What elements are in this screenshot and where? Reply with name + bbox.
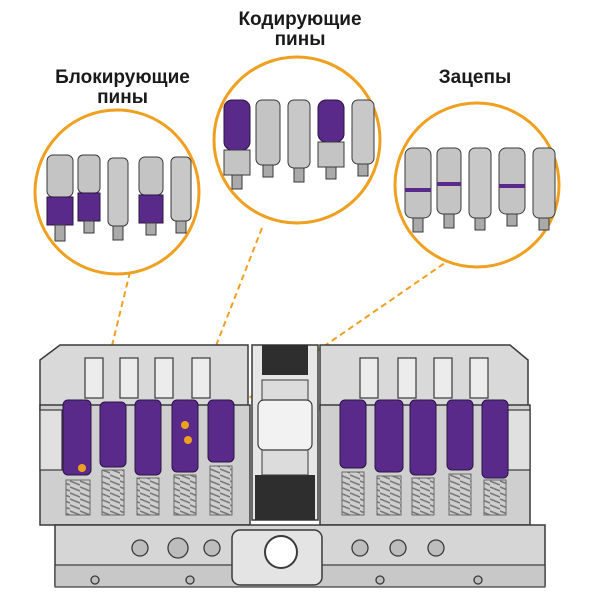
hooks-label: Зацепы: [438, 67, 512, 88]
hook-pin: [436, 147, 462, 229]
cylinder-pin: [62, 399, 92, 516]
cylinder-pin: [171, 399, 199, 516]
cylinder-pin: [99, 401, 127, 516]
cylinder-pin: [409, 399, 437, 516]
cylinder-pin: [339, 399, 367, 516]
leader-endpoint: [181, 421, 189, 429]
hook-pin: [532, 147, 556, 231]
cylinder-pins-right: [339, 399, 509, 516]
cylinder-pin: [446, 399, 474, 516]
blocking-pin: [46, 154, 74, 242]
cylinder-pin: [134, 399, 162, 516]
coding-pin: [287, 99, 311, 183]
coding-pin: [223, 99, 251, 190]
leader-endpoint: [78, 464, 86, 472]
blocking-pins-label: Блокирующие пины: [35, 68, 210, 108]
callout-hooks: [393, 101, 561, 269]
coding-pins-label-line2: пины: [274, 29, 326, 50]
blocking-pin: [77, 154, 101, 234]
coding-pin: [351, 99, 375, 177]
leader-endpoints: [78, 421, 192, 472]
cylinder-pin: [207, 399, 235, 516]
coding-pins-label-line1: Кодирующие: [238, 9, 362, 30]
leader-line-coding: [184, 227, 263, 426]
cam: [251, 344, 319, 521]
coding-pin: [317, 99, 345, 180]
hook-pin: [468, 147, 492, 231]
blocking-pins-label-line1: Блокирующие: [55, 67, 190, 88]
blocking-pin: [107, 157, 129, 241]
blocking-pin: [138, 156, 164, 236]
coding-pin: [255, 99, 281, 178]
blocking-pins-label-line2: пины: [97, 87, 148, 108]
blocking-pin: [170, 156, 192, 234]
hook-pin: [404, 147, 432, 233]
callout-coding-pins: [212, 55, 382, 225]
cylinder-pin: [481, 399, 509, 516]
hook-pin: [498, 147, 526, 227]
coding-pins-label: Кодирующие пины: [215, 10, 385, 50]
leader-endpoint: [184, 436, 192, 444]
callout-blocking-pins: [33, 108, 201, 276]
cylinder-pin: [374, 399, 404, 516]
cylinder-pins-left: [62, 399, 235, 516]
